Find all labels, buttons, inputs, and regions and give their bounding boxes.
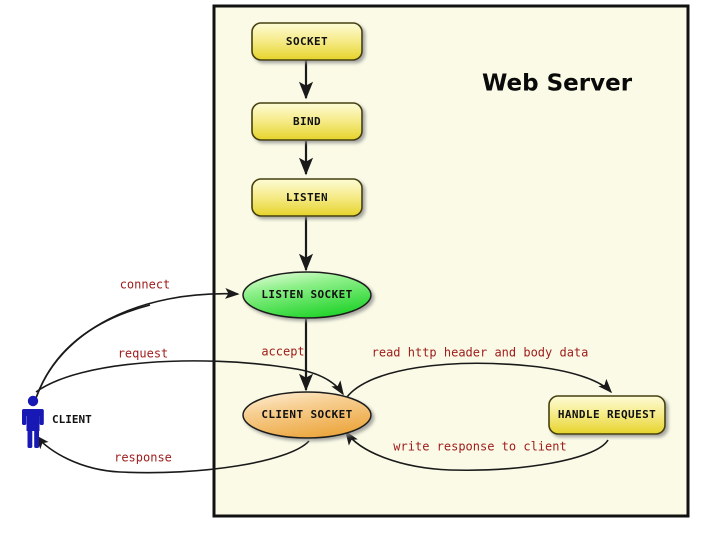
edge-connect-helper <box>35 304 151 399</box>
node-listen-socket[interactable]: LISTEN SOCKET <box>242 271 372 319</box>
node-listen-socket-label: LISTEN SOCKET <box>261 288 352 301</box>
client-actor-label: CLIENT <box>52 413 92 426</box>
node-socket[interactable]: SOCKET <box>251 22 363 61</box>
node-handle-request-shape[interactable] <box>548 395 666 435</box>
edge-response-path <box>34 434 310 474</box>
edge-label-connect: connect <box>120 278 171 292</box>
edge-label-write-response: write response to client <box>393 440 566 454</box>
node-handle-request[interactable]: HANDLE REQUEST <box>548 395 666 435</box>
node-socket-shape[interactable] <box>251 22 363 61</box>
node-listen-shape[interactable] <box>251 178 363 217</box>
edge-label-read-request: read http header and body data <box>372 346 589 360</box>
node-listen-label: LISTEN <box>286 191 328 204</box>
node-bind-shape[interactable] <box>251 102 363 141</box>
edge-connect: connect <box>35 278 240 399</box>
node-client-socket[interactable]: CLIENT SOCKET <box>242 391 372 439</box>
node-client-socket-label: CLIENT SOCKET <box>261 408 352 421</box>
edge-label-request: request <box>118 347 169 361</box>
edge-label-response: response <box>114 451 172 465</box>
node-listen[interactable]: LISTEN <box>251 178 363 217</box>
edge-write-response: write response to client <box>345 430 609 472</box>
node-handle-request-label: HANDLE REQUEST <box>558 408 656 421</box>
node-socket-label: SOCKET <box>286 35 328 48</box>
web-server-title: Web Server <box>482 71 633 97</box>
node-bind-label: BIND <box>293 115 321 128</box>
edge-read-request-path <box>346 362 613 398</box>
person-icon <box>22 395 44 448</box>
edge-listen-socket-to-client-socket: accept <box>261 319 314 392</box>
client-actor[interactable]: CLIENT <box>22 395 92 448</box>
edge-request: request <box>35 347 344 396</box>
edge-request-path <box>35 360 344 396</box>
edge-read-request: read http header and body data <box>346 346 613 398</box>
edge-label-accept: accept <box>261 345 304 359</box>
node-bind[interactable]: BIND <box>251 102 363 141</box>
node-client-socket-shape[interactable] <box>242 391 372 439</box>
edge-write-response-path <box>345 430 609 472</box>
edge-response: response <box>34 434 310 474</box>
node-listen-socket-shape[interactable] <box>242 271 372 319</box>
